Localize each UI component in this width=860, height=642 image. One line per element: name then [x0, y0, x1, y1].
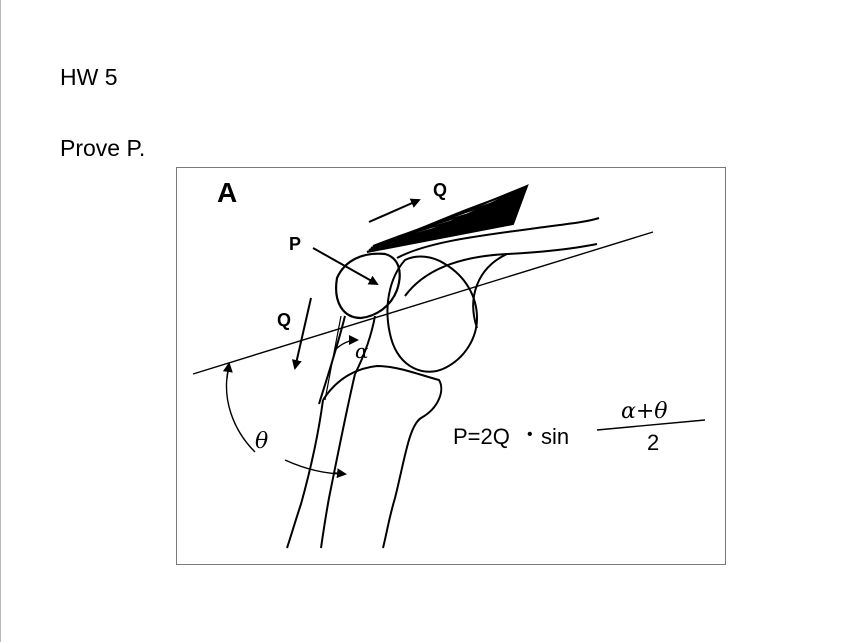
- femoral-condyle: [386, 255, 479, 373]
- slide-title: HW 5: [60, 64, 118, 90]
- q-label-left: Q: [277, 310, 291, 330]
- alpha-arc: [334, 335, 359, 351]
- tendon-force-line: [324, 315, 342, 401]
- formula-fraction-bar: [596, 419, 706, 431]
- q-arrow-left: [291, 297, 312, 370]
- alpha-label: α: [355, 339, 369, 363]
- force-formula: P=2Q • sin α+θ 2: [453, 399, 706, 455]
- knee-diagram-frame: A Q P Q: [176, 167, 726, 565]
- formula-dot: •: [527, 426, 533, 443]
- knee-diagram: A Q P Q: [192, 177, 706, 549]
- theta-label: θ: [255, 429, 268, 454]
- p-arrow: [312, 247, 379, 285]
- tibia-outline: [286, 364, 443, 549]
- theta-arrow-bottom: [334, 468, 347, 479]
- formula-numerator: α+θ: [621, 399, 668, 424]
- q-arrow-top: [368, 198, 421, 223]
- quadriceps-muscle: [366, 183, 529, 253]
- slide-body-text: Prove P.: [60, 135, 146, 161]
- slide-left-edge: [0, 0, 1, 642]
- formula-lhs: P=2Q: [453, 424, 510, 449]
- q-label-top: Q: [433, 180, 447, 200]
- femur-outline: [396, 217, 600, 329]
- panel-label: A: [217, 177, 237, 208]
- theta-arc: [225, 365, 346, 475]
- formula-denominator: 2: [647, 430, 659, 455]
- theta-arrow-top: [222, 362, 233, 379]
- formula-sin: sin: [541, 424, 569, 449]
- patella: [335, 252, 401, 320]
- p-label: P: [289, 234, 301, 254]
- femur-axis-line: [192, 231, 654, 375]
